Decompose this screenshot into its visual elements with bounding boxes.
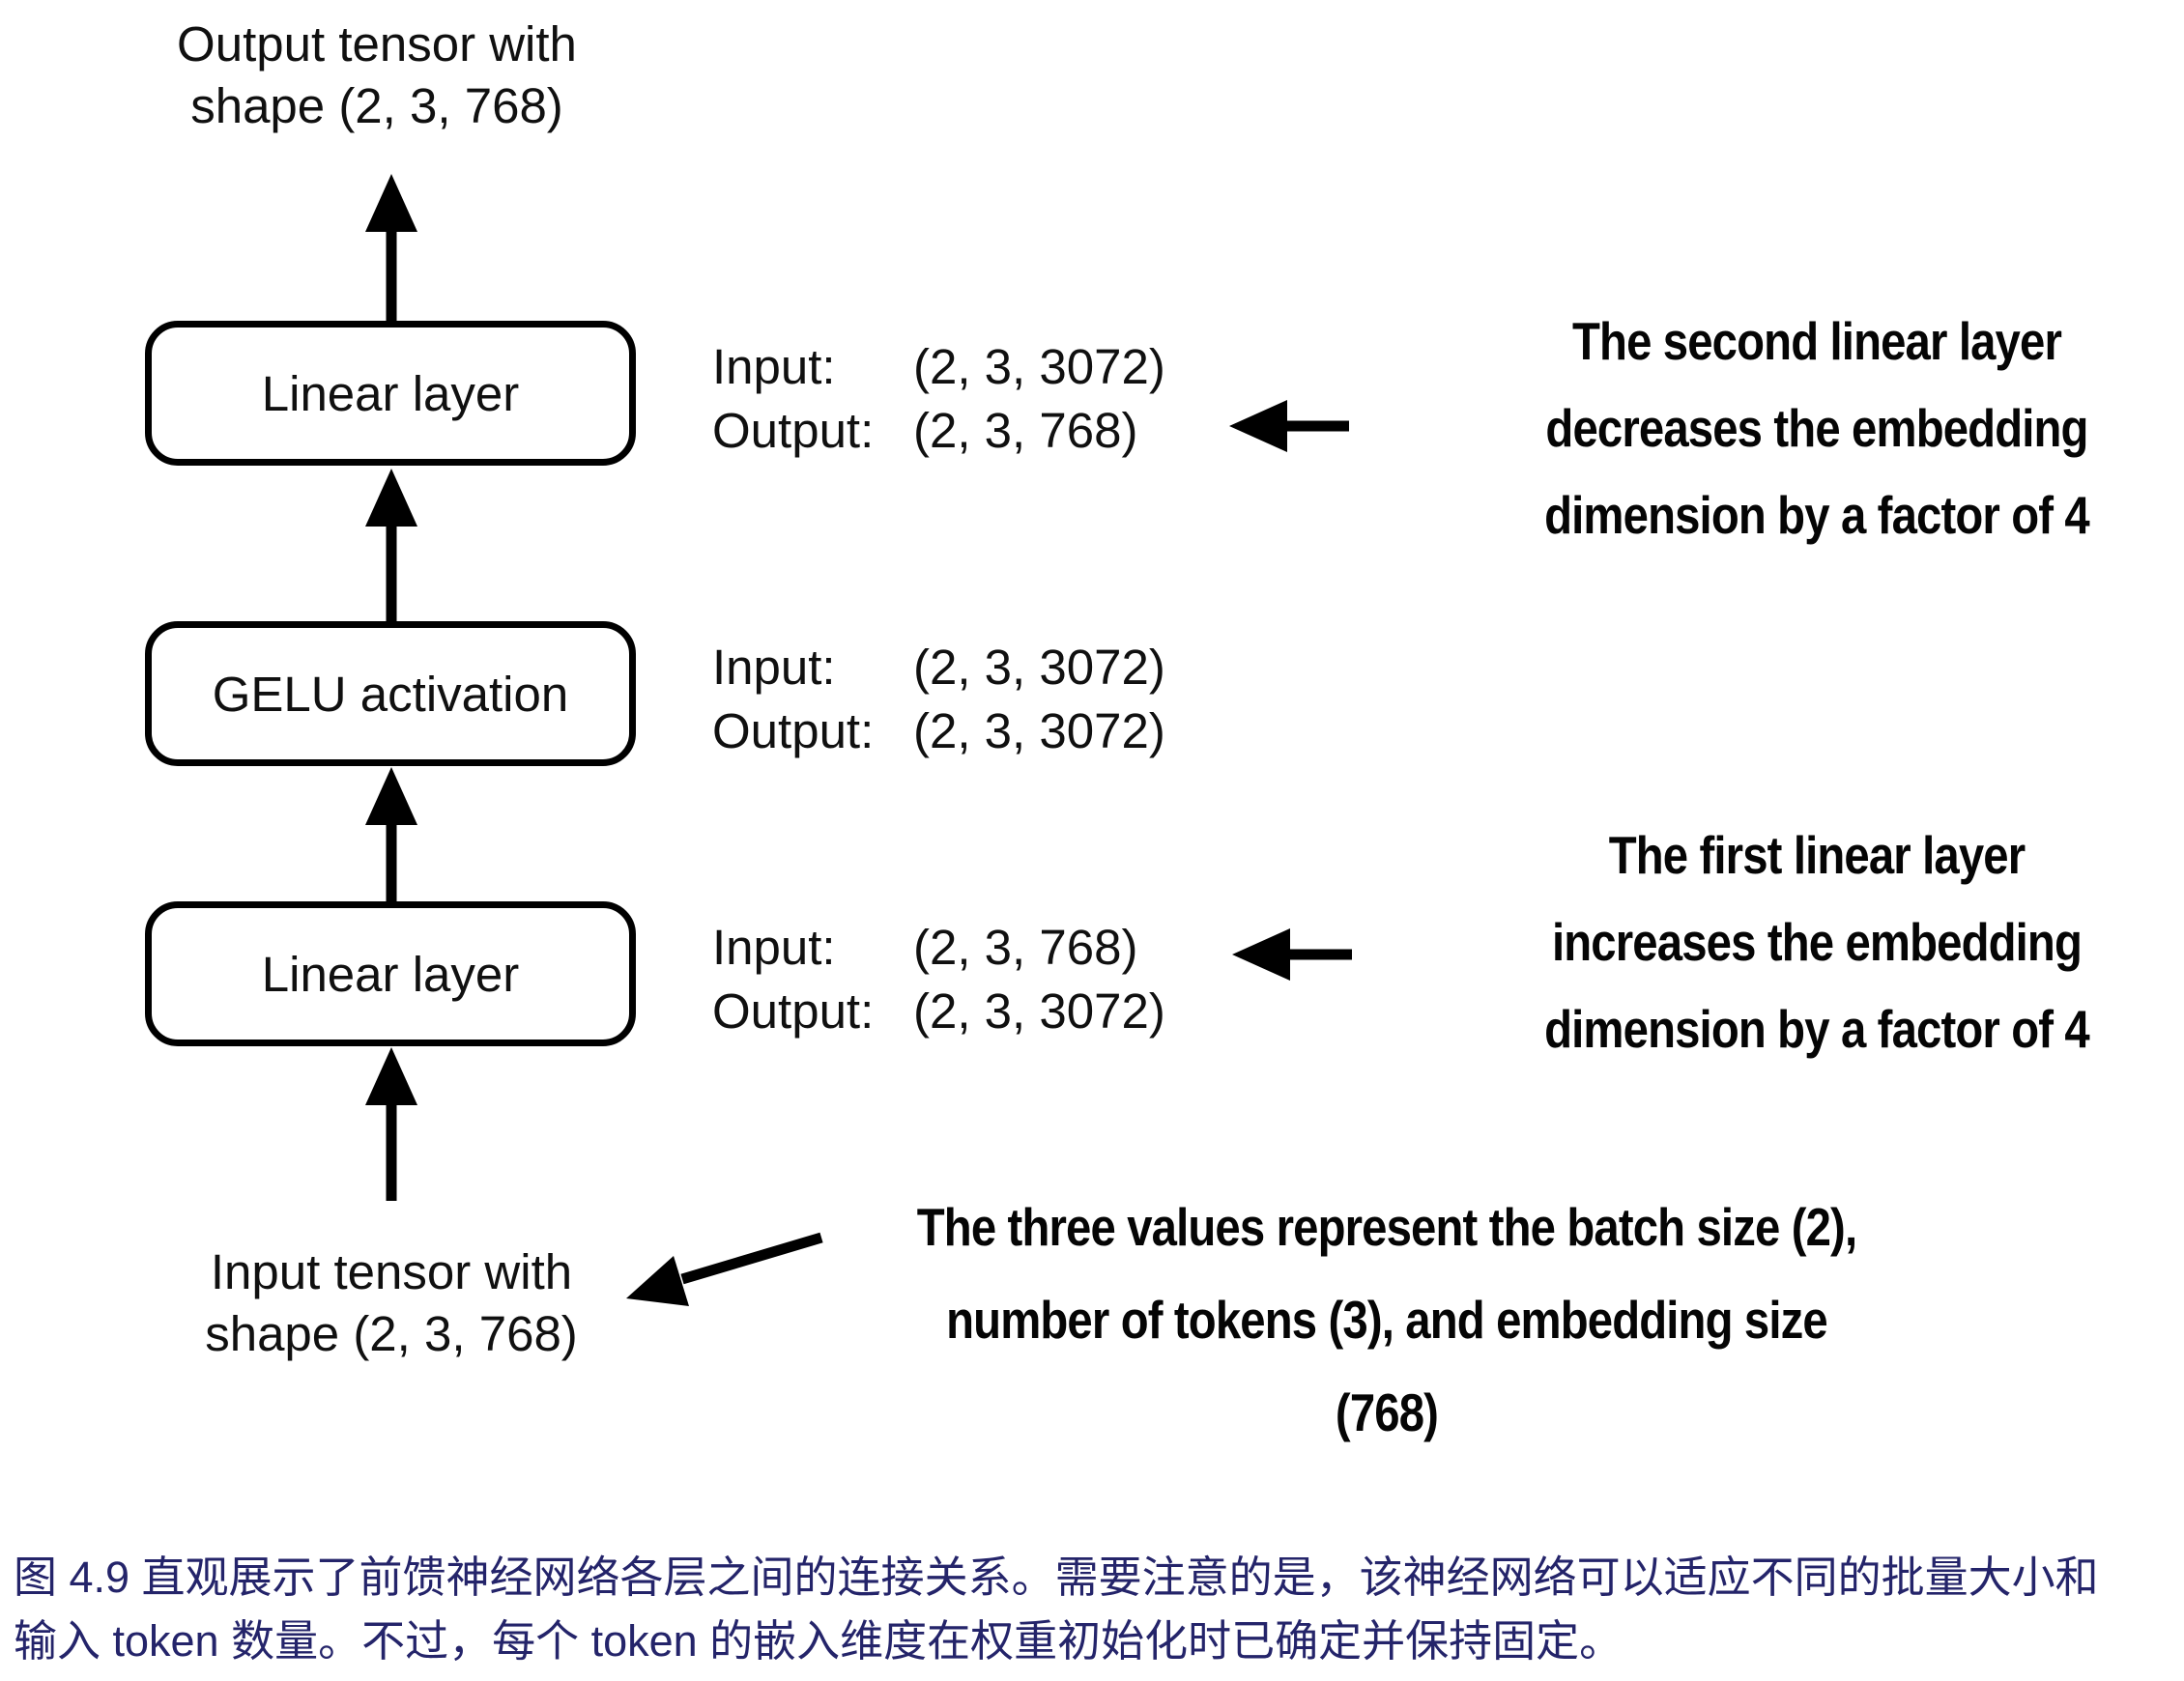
io-output-label: Output: — [712, 703, 875, 758]
io-input-label: Input: — [712, 920, 836, 975]
arrow-up-to-output-icon — [365, 174, 417, 321]
annotation-batch-explain-line3: (768) — [1335, 1382, 1439, 1442]
io-output-label: Output: — [712, 403, 875, 458]
figure-caption: 图 4.9 直观展示了前馈神经网络各层之间的连接关系。需要注意的是，该神经网络可… — [14, 1546, 2170, 1673]
io-linear-layer-1: Input: (2, 3, 768) Output: (2, 3, 3072) — [712, 916, 1165, 1043]
annotation-first-linear-line2: increases the embedding — [1551, 912, 2083, 972]
output-tensor-label: Output tensor with shape (2, 3, 768) — [97, 14, 657, 137]
annotation-second-linear-line1: The second linear layer — [1571, 311, 2062, 371]
node-linear-layer-2: Linear layer — [145, 321, 636, 466]
annotation-batch-explain: The three values represent the batch siz… — [868, 1181, 1907, 1459]
figure-caption-line2: 输入 token 数量。不过，每个 token 的嵌入维度在权重初始化时已确定并… — [14, 1616, 1624, 1666]
io-input-label: Input: — [712, 339, 836, 394]
arrow-diagonal-to-input-tensor-icon — [626, 1232, 823, 1306]
annotation-first-linear-line3: dimension by a factor of 4 — [1544, 999, 2090, 1059]
figure-caption-line1: 图 4.9 直观展示了前馈神经网络各层之间的连接关系。需要注意的是，该神经网络可… — [14, 1553, 2099, 1602]
annotation-second-linear: The second linear layer decreases the em… — [1493, 298, 2141, 558]
io-input-value: (2, 3, 3072) — [913, 640, 1165, 695]
node-linear-layer-2-label: Linear layer — [261, 365, 520, 421]
arrow-up-to-gelu-icon — [365, 767, 417, 901]
io-input-value: (2, 3, 3072) — [913, 339, 1165, 394]
io-linear-layer-2: Input: (2, 3, 3072) Output: (2, 3, 768) — [712, 335, 1165, 463]
output-tensor-line1: Output tensor with — [177, 16, 577, 71]
io-output-value: (2, 3, 3072) — [913, 703, 1165, 758]
io-output-value: (2, 3, 3072) — [913, 983, 1165, 1039]
node-linear-layer-1-label: Linear layer — [261, 946, 520, 1002]
annotation-first-linear: The first linear layer increases the emb… — [1493, 812, 2141, 1072]
node-linear-layer-1: Linear layer — [145, 901, 636, 1046]
io-gelu-activation: Input: (2, 3, 3072) Output: (2, 3, 3072) — [712, 636, 1165, 763]
arrow-up-to-linear1-icon — [365, 1047, 417, 1201]
io-input-label: Input: — [712, 640, 836, 695]
annotation-second-linear-line3: dimension by a factor of 4 — [1544, 485, 2090, 545]
annotation-batch-explain-line2: number of tokens (3), and embedding size — [946, 1290, 1828, 1350]
node-gelu-activation: GELU activation — [145, 621, 636, 766]
arrow-up-to-linear2-icon — [365, 469, 417, 621]
annotation-first-linear-line1: The first linear layer — [1608, 825, 2026, 885]
input-tensor-line1: Input tensor with — [210, 1244, 573, 1299]
annotation-second-linear-line2: decreases the embedding — [1545, 398, 2088, 458]
arrow-left-annotation-second-icon — [1229, 400, 1349, 452]
input-tensor-line2: shape (2, 3, 768) — [205, 1306, 578, 1361]
io-output-value: (2, 3, 768) — [913, 403, 1138, 458]
node-gelu-activation-label: GELU activation — [212, 666, 569, 722]
output-tensor-line2: shape (2, 3, 768) — [190, 78, 563, 133]
io-output-label: Output: — [712, 983, 875, 1039]
annotation-batch-explain-line1: The three values represent the batch siz… — [916, 1197, 1857, 1257]
arrow-left-annotation-first-icon — [1232, 928, 1352, 981]
input-tensor-label: Input tensor with shape (2, 3, 768) — [135, 1241, 647, 1365]
io-input-value: (2, 3, 768) — [913, 920, 1138, 975]
